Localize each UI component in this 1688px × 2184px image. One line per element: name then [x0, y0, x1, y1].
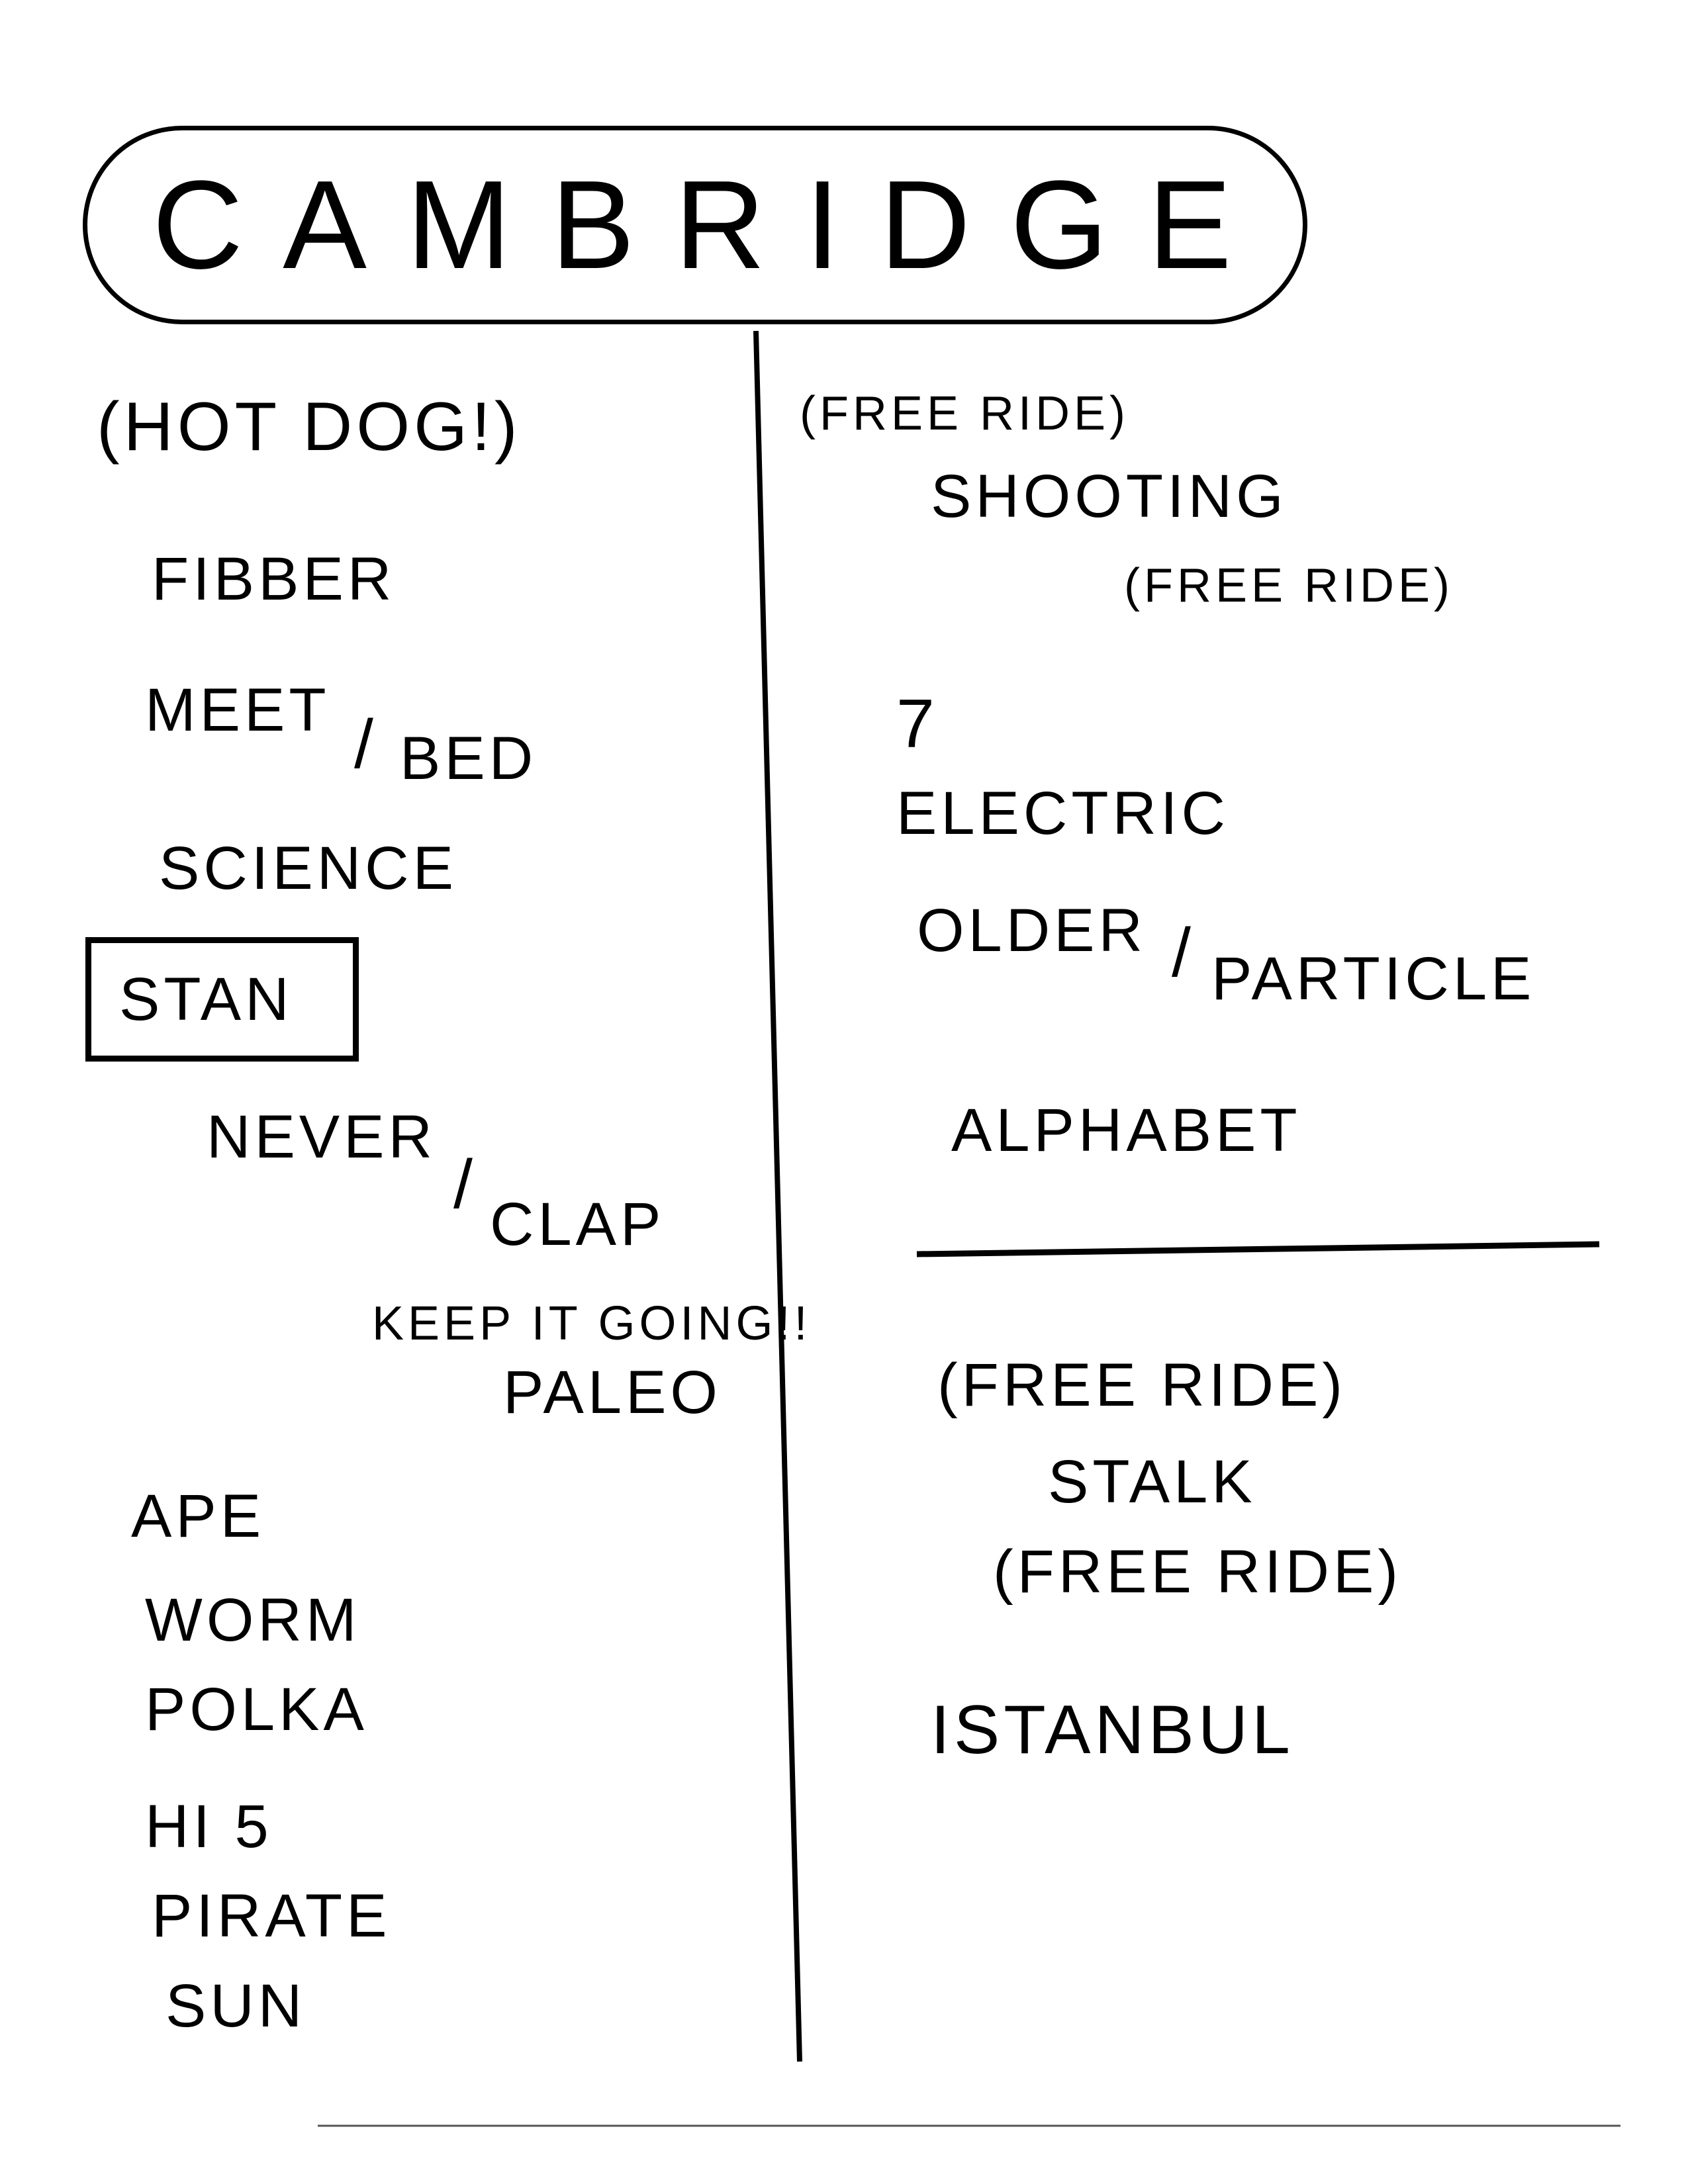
item-never: NEVER: [207, 1103, 436, 1171]
item-particle: PARTICLE: [1211, 945, 1536, 1013]
item-alphabet: ALPHABET: [951, 1097, 1301, 1164]
item-pirate: PIRATE: [152, 1882, 391, 1950]
item-paleo: PALEO: [503, 1359, 722, 1426]
note-free-ride-3: (FREE RIDE): [937, 1351, 1346, 1419]
item-worm: WORM: [145, 1586, 361, 1654]
slash-never-clap: /: [453, 1146, 477, 1223]
slash-meet-bed: /: [354, 706, 377, 783]
item-electric: ELECTRIC: [896, 780, 1229, 847]
note-keep-it-going: KEEP IT GOING!!: [372, 1297, 812, 1350]
note-free-ride-4: (FREE RIDE): [993, 1538, 1402, 1606]
item-older: OLDER: [917, 897, 1147, 964]
item-7: 7: [896, 686, 939, 762]
item-fibber: FIBBER: [152, 545, 396, 613]
item-hi-5: HI 5: [145, 1793, 273, 1860]
item-bed: BED: [400, 725, 538, 792]
slash-older-particle: /: [1172, 915, 1195, 991]
note-free-ride-1: (FREE RIDE): [800, 387, 1129, 440]
item-hot-dog: (HOT DOG!): [97, 388, 522, 465]
center-divider-line: [753, 330, 802, 2062]
item-meet: MEET: [145, 676, 330, 744]
item-sun: SUN: [165, 1972, 306, 2040]
item-stan: STAN: [119, 966, 293, 1033]
page-title: CAMBRIDGE: [152, 155, 1272, 295]
stan-highlight-box: [85, 937, 359, 1062]
item-clap: CLAP: [490, 1191, 665, 1258]
item-polka: POLKA: [145, 1676, 368, 1743]
title-oval: [83, 126, 1307, 324]
item-science: SCIENCE: [159, 835, 457, 902]
right-section-divider-line: [916, 1241, 1600, 1257]
item-ape: APE: [131, 1482, 265, 1550]
item-istanbul: ISTANBUL: [931, 1692, 1294, 1768]
note-free-ride-2: (FREE RIDE): [1124, 559, 1454, 612]
item-shooting: SHOOTING: [931, 463, 1288, 530]
item-stalk: STALK: [1048, 1448, 1256, 1516]
